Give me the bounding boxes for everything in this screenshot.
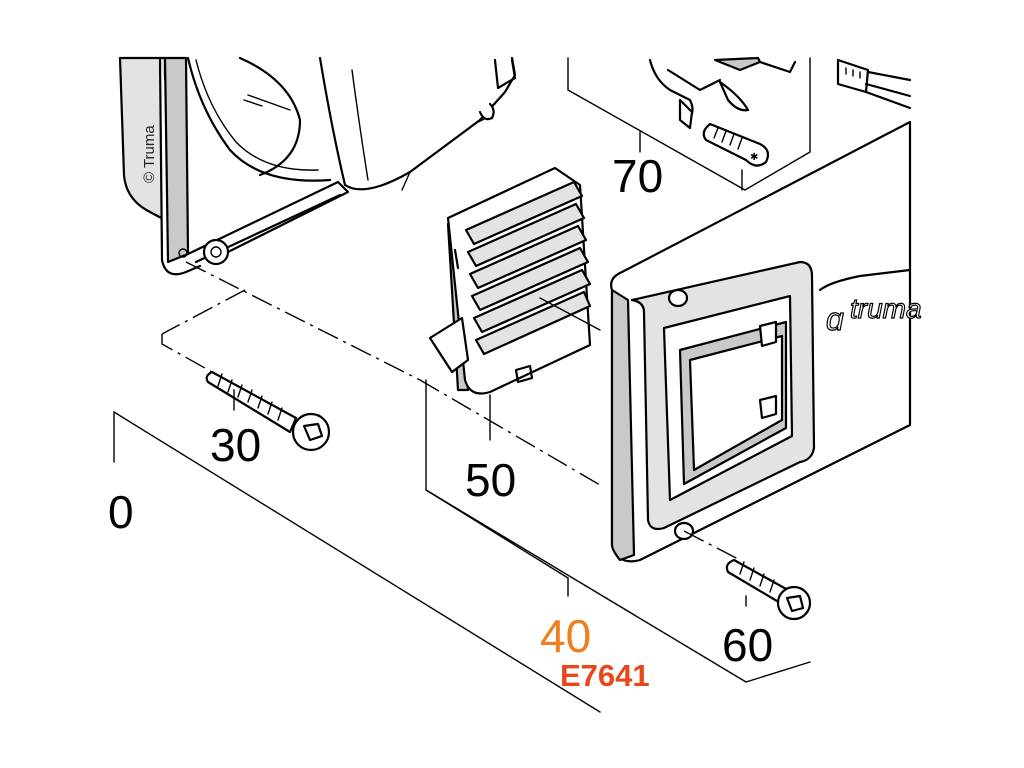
- copyright-text: © Truma: [141, 125, 158, 183]
- brand-logo-text: truma: [850, 293, 922, 324]
- drawing-code: E7641: [560, 658, 650, 693]
- part-30-screw: [205, 370, 331, 452]
- part-label-30: 30: [210, 419, 261, 471]
- part-label-0-partial: 0: [108, 486, 134, 538]
- leader-lines: [113, 131, 811, 713]
- control-panel-cover: ɑ truma: [610, 120, 922, 563]
- assembly-axes: [161, 261, 741, 561]
- svg-text:✱: ✱: [750, 152, 758, 163]
- part-label-40: 40: [540, 610, 591, 662]
- part-50-grille: [428, 166, 601, 395]
- part-label-60: 60: [722, 619, 773, 671]
- heater-housing: © Truma: [118, 56, 517, 276]
- part-60-screw: [725, 558, 812, 621]
- part-70-detail: ✱: [567, 56, 912, 191]
- part-label-70: 70: [612, 150, 663, 202]
- part-label-50: 50: [465, 454, 516, 506]
- brand-logo: ɑ: [826, 301, 844, 337]
